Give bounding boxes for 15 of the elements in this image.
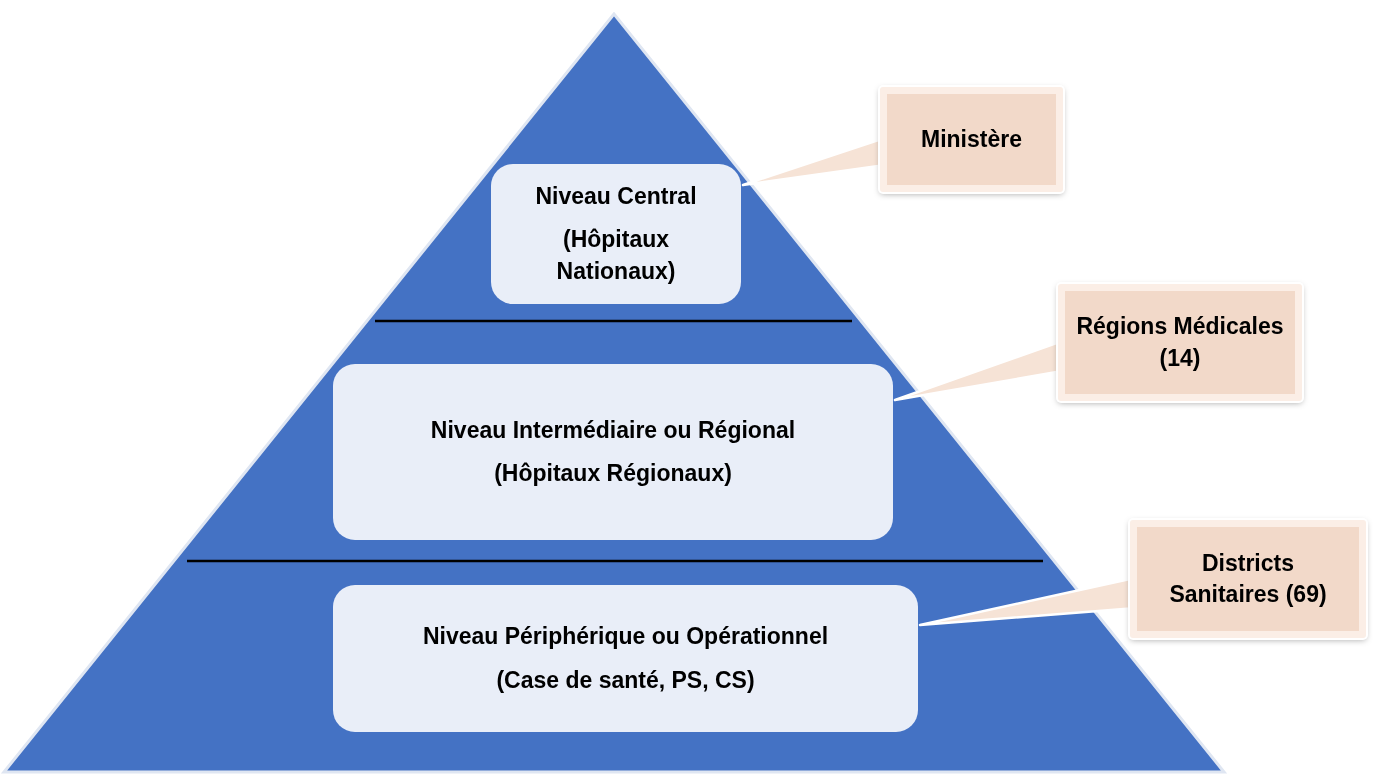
level-subtitle: (Hôpitaux Nationaux) (555, 225, 677, 286)
callout-text: Ministère (921, 124, 1022, 154)
level-box (333, 585, 918, 732)
level-box (333, 364, 893, 540)
level-subtitle: (Case de santé, PS, CS) (496, 665, 755, 695)
level-title: Niveau Périphérique ou Opérationnel (422, 622, 829, 652)
level-subtitle: (Hôpitaux Régionaux) (494, 459, 732, 488)
callout-box (1058, 284, 1302, 401)
callout-box (880, 87, 1063, 192)
callout-box (1130, 520, 1366, 638)
level-title: Niveau Intermédiaire ou Régional (430, 415, 796, 445)
level-title: Niveau Central (535, 182, 697, 212)
level-box (491, 164, 741, 304)
callout-text: Régions Médicales (14) (1075, 312, 1285, 373)
callout-text: Districts Sanitaires (69) (1168, 548, 1328, 609)
